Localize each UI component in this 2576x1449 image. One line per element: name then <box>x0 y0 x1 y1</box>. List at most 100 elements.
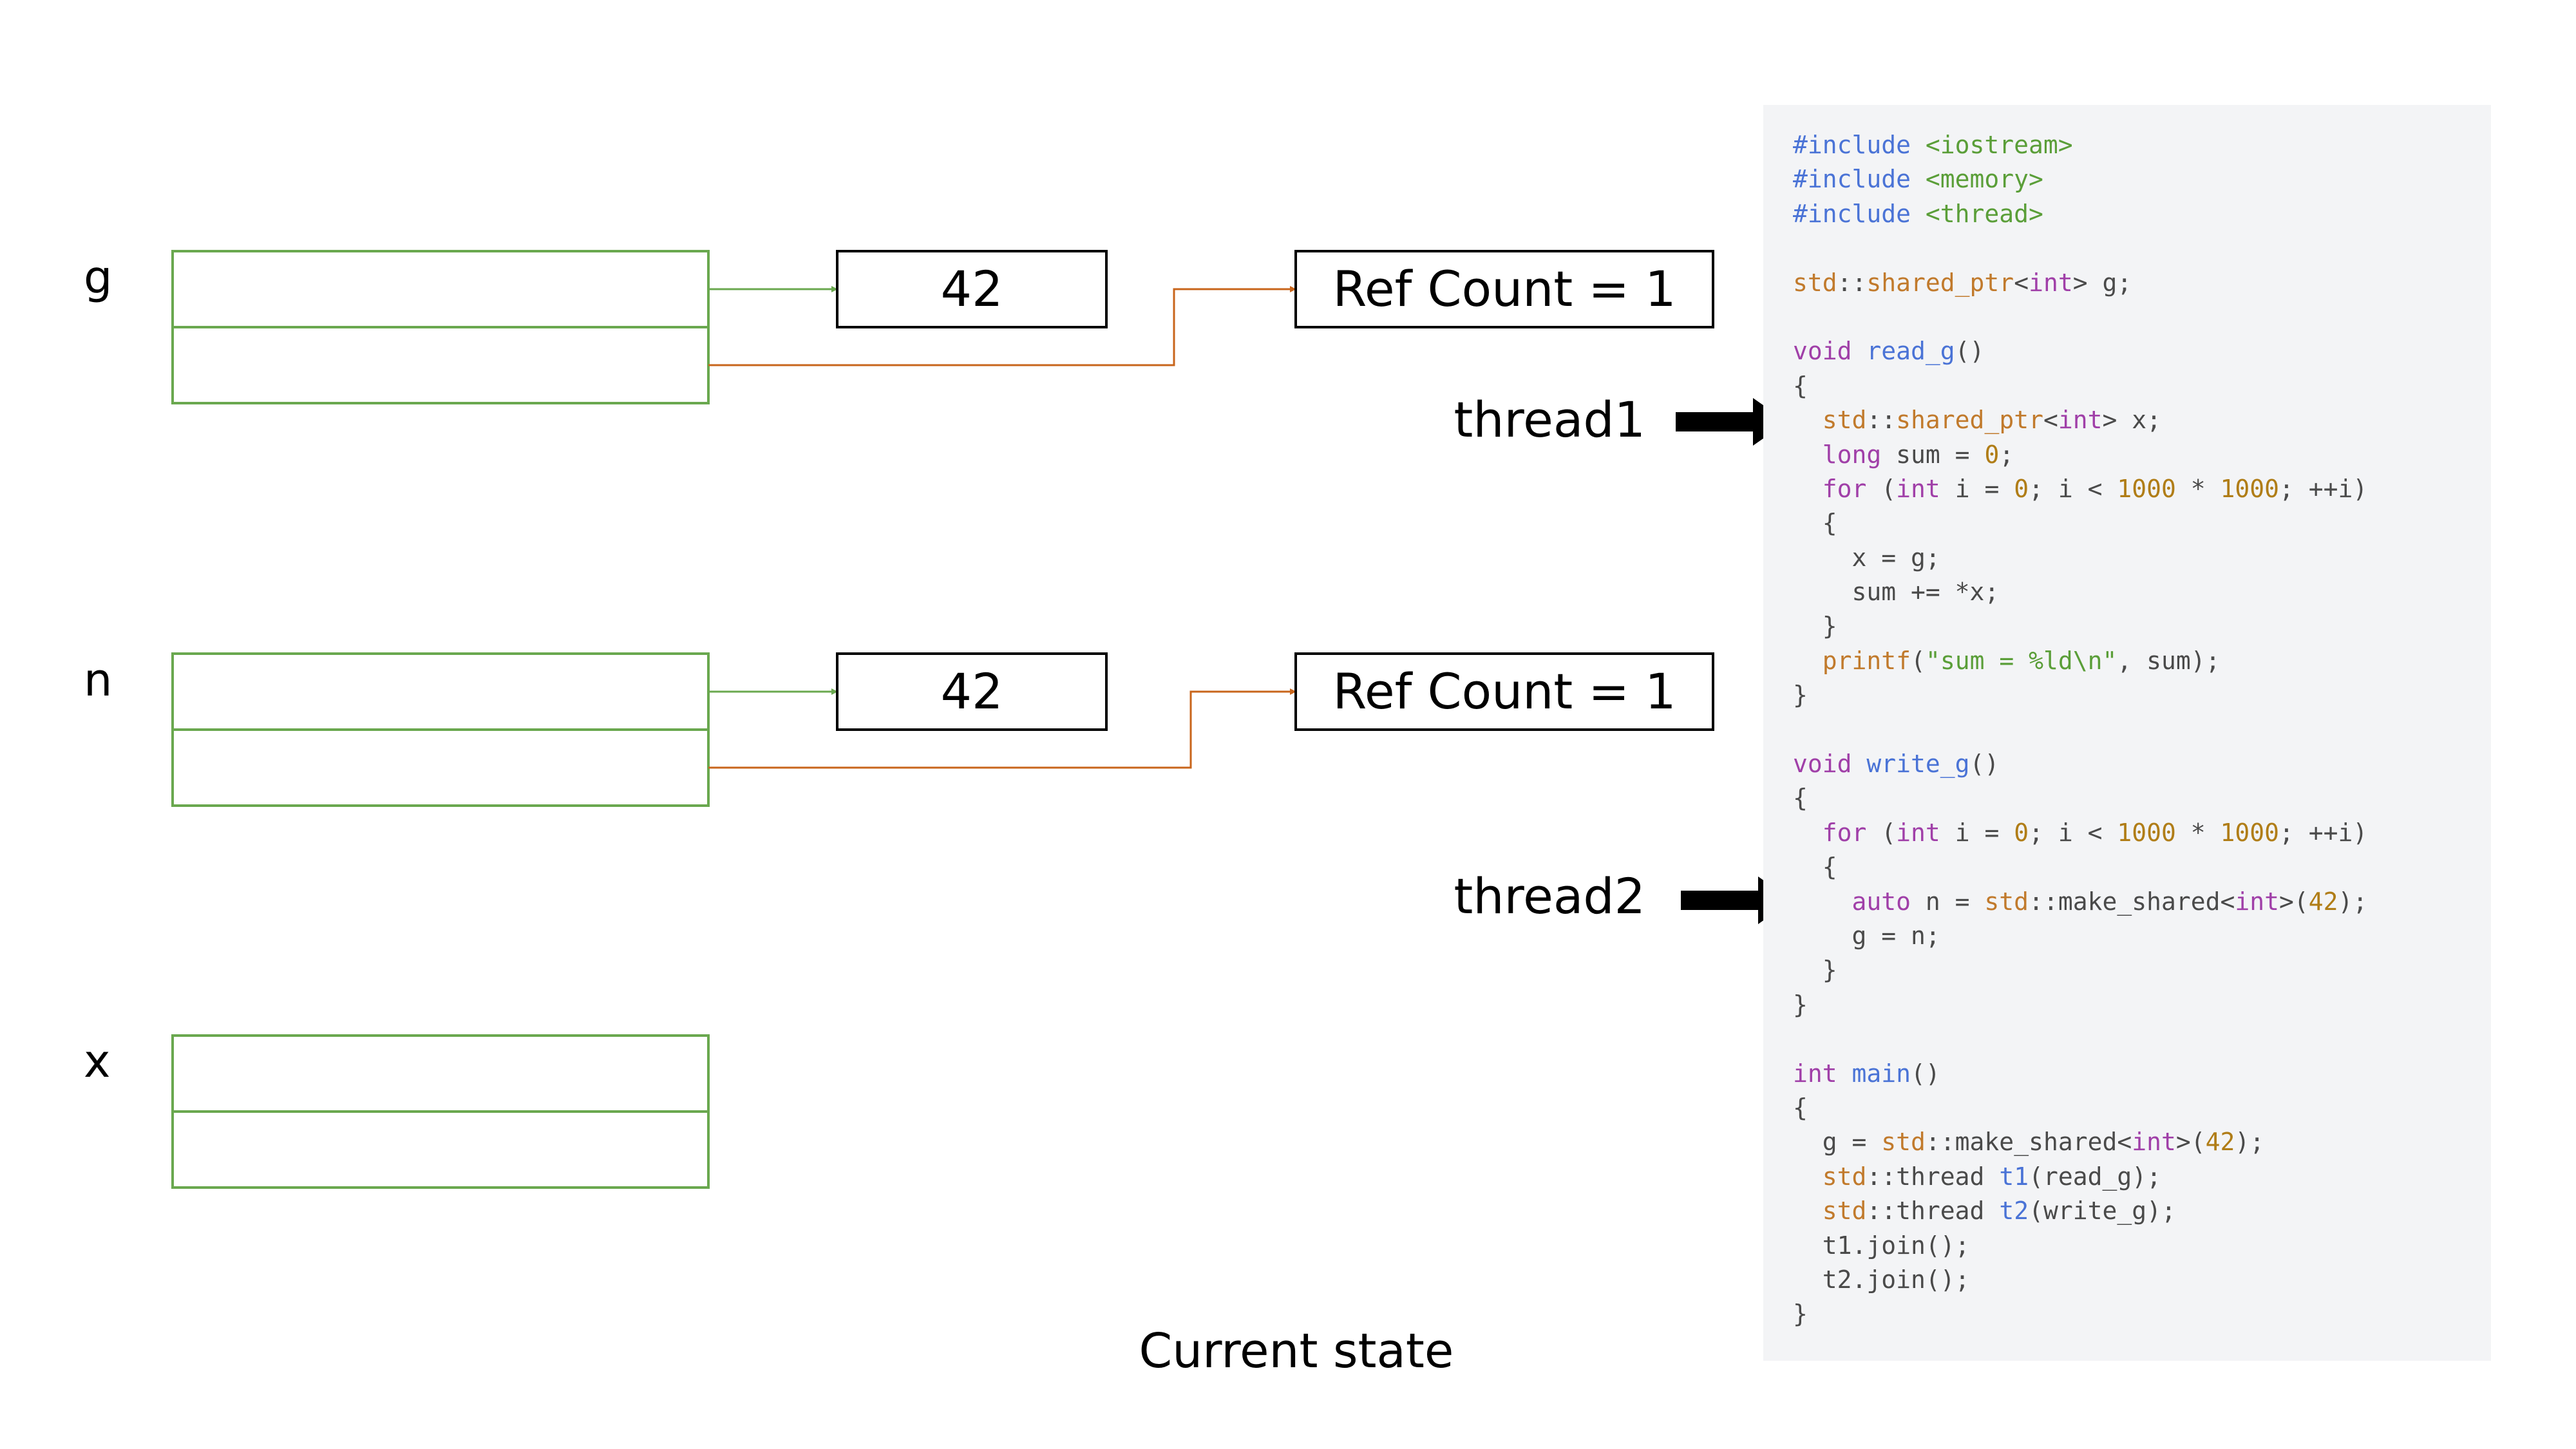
code-token: < <box>2043 406 2058 435</box>
code-line: std::thread t1(read_g); <box>1793 1160 2367 1194</box>
code-token: void <box>1793 337 1867 366</box>
code-token: int <box>1896 818 1955 847</box>
code-token: { <box>1793 784 1808 813</box>
code-token: shared_ptr <box>1896 406 2043 435</box>
code-token: int <box>1896 474 1955 503</box>
code-token: > x; <box>2102 406 2161 435</box>
code-token: ::thread <box>1866 1162 2000 1191</box>
code-token: sum = <box>1896 440 1985 469</box>
thread1-label: thread1 <box>1454 391 1645 448</box>
code-token: x = g; <box>1793 543 1940 572</box>
ctrl-slot-g <box>171 326 710 404</box>
code-token: for <box>1822 818 1882 847</box>
code-line: { <box>1793 781 2367 815</box>
value-text-n: 42 <box>941 663 1003 720</box>
code-token: #include <box>1793 131 1926 159</box>
code-token: void <box>1793 750 1867 779</box>
code-line <box>1793 1022 2367 1056</box>
code-token <box>1793 1197 1823 1225</box>
code-token: for <box>1822 474 1882 503</box>
code-token: int <box>2058 406 2103 435</box>
code-line: } <box>1793 988 2367 1022</box>
code-token: std <box>1822 1197 1867 1226</box>
code-line: } <box>1793 609 2367 643</box>
code-token: } <box>1793 612 1837 641</box>
ptr-slot-g <box>171 250 710 328</box>
code-line: { <box>1793 369 2367 403</box>
code-line: void read_g() <box>1793 334 2367 368</box>
code-line: for (int i = 0; i < 1000 * 1000; ++i) <box>1793 472 2368 506</box>
code-token: } <box>1793 990 1808 1019</box>
thread1-arrow-icon <box>1676 398 1787 446</box>
code-token: > g; <box>2072 268 2132 297</box>
code-token: { <box>1793 371 1808 400</box>
code-token: auto <box>1852 887 1926 916</box>
code-token: ); <box>2338 887 2368 916</box>
code-token: read_g <box>1866 337 1955 366</box>
code-line: { <box>1793 850 2367 884</box>
code-token: <memory> <box>1925 165 2043 194</box>
code-token: ; ++i) <box>2279 474 2368 503</box>
code-token: printf <box>1822 646 1911 675</box>
code-line <box>1793 713 2367 747</box>
code-token <box>1793 475 1823 503</box>
code-token: std <box>1822 406 1867 435</box>
code-token: i = <box>1955 474 2014 503</box>
code-line: sum += *x; <box>1793 575 2367 609</box>
code-token: (read_g); <box>2029 1162 2161 1191</box>
value-box-n <box>836 652 1108 731</box>
code-token: () <box>1911 1059 1940 1088</box>
code-line: x = g; <box>1793 541 2367 575</box>
code-token: std <box>1881 1128 1926 1157</box>
code-token: 42 <box>2205 1128 2235 1157</box>
ref-count-box-n <box>1294 652 1714 731</box>
code-line: } <box>1793 678 2367 712</box>
code-token: "sum = %ld\n" <box>1925 646 2117 675</box>
code-line: #include <memory> <box>1793 162 2367 196</box>
code-token: ( <box>1881 474 1897 503</box>
code-token: } <box>1793 1300 1808 1329</box>
shared-ptr-n: n 42 Ref Count = 1 <box>84 652 1714 807</box>
code-token: ::make_shared< <box>2029 887 2235 916</box>
code-token: std <box>1793 268 1837 297</box>
code-token: >( <box>2175 1128 2206 1157</box>
code-line: printf("sum = %ld\n", sum); <box>1793 644 2367 678</box>
code-token <box>1793 1162 1823 1191</box>
code-token: , sum); <box>2117 646 2221 675</box>
code-line: #include <iostream> <box>1793 128 2367 162</box>
ctrl-arrow-n <box>708 688 1296 769</box>
code-line: std::shared_ptr<int> x; <box>1793 403 2367 437</box>
code-line: long sum = 0; <box>1793 438 2367 472</box>
code-token: ; ++i) <box>2279 818 2368 847</box>
code-token <box>1793 440 1823 469</box>
code-token <box>1793 887 1852 916</box>
code-token: 0 <box>1984 440 2000 469</box>
thread2-marker: thread2 <box>1454 867 1792 925</box>
code-token: >( <box>2279 887 2309 916</box>
code-token: sum += *x; <box>1793 578 2000 607</box>
code-token: write_g <box>1866 750 1970 779</box>
code-token: int <box>2029 268 2073 297</box>
ref-count-text-g: Ref Count = 1 <box>1332 260 1676 317</box>
code-token: 0 <box>2014 818 2029 847</box>
code-token <box>1793 406 1823 434</box>
code-token: ::thread <box>1866 1197 2000 1226</box>
variable-label-x: x <box>84 1035 110 1088</box>
code-line: std::thread t2(write_g); <box>1793 1194 2367 1228</box>
value-text-g: 42 <box>941 260 1003 317</box>
code-line: void write_g() <box>1793 747 2367 781</box>
code-token: g = n; <box>1793 921 1940 950</box>
code-token: #include <box>1793 165 1926 194</box>
variable-label-g: g <box>84 251 112 304</box>
caption: Current state <box>1139 1323 1454 1379</box>
code-line <box>1793 300 2367 334</box>
code-line: { <box>1793 506 2367 540</box>
code-token: <iostream> <box>1925 131 2073 159</box>
code-token: int <box>2132 1128 2176 1157</box>
code-line: g = std::make_shared<int>(42); <box>1793 1125 2367 1159</box>
code-token: ::make_shared< <box>1925 1128 2132 1157</box>
code-token: n = <box>1925 887 1985 916</box>
code-token: int <box>1793 1059 1852 1088</box>
code-line: std::shared_ptr<int> g; <box>1793 266 2367 300</box>
code-line: t1.join(); <box>1793 1229 2367 1263</box>
